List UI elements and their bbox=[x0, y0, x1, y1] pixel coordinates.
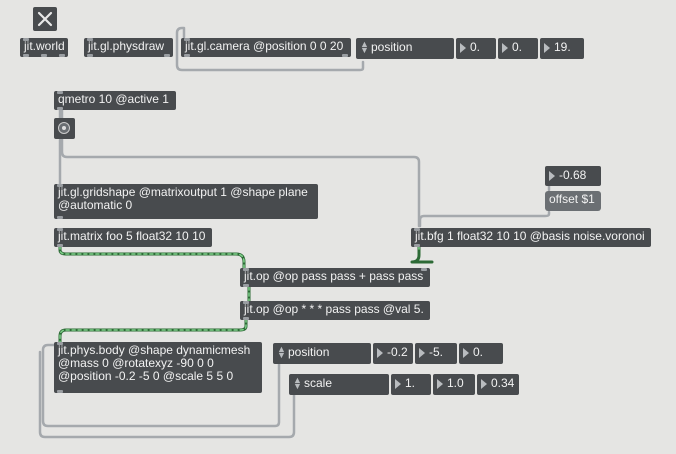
inlet bbox=[414, 228, 420, 231]
body-position-y[interactable]: -5. bbox=[415, 343, 457, 364]
jit-world-object[interactable]: jit.world bbox=[20, 38, 68, 57]
value: 0.34 bbox=[491, 376, 515, 390]
message-text: offset $1 bbox=[549, 192, 595, 206]
outlet bbox=[41, 54, 47, 57]
body-scale-menu[interactable]: ▲▼ scale bbox=[289, 374, 389, 395]
qmetro-object[interactable]: qmetro 10 @active 1 bbox=[54, 91, 176, 110]
number-arrow-icon bbox=[395, 379, 401, 389]
number-arrow-icon bbox=[544, 43, 550, 53]
bang-button[interactable] bbox=[54, 118, 75, 139]
object-text: jit.bfg 1 float32 10 10 @basis noise.vor… bbox=[415, 229, 645, 243]
outlet bbox=[59, 54, 65, 57]
body-scale-z[interactable]: 0.34 bbox=[477, 374, 519, 395]
outlet bbox=[87, 54, 93, 57]
number-arrow-icon bbox=[549, 171, 555, 181]
outlet bbox=[184, 54, 190, 57]
outlet bbox=[23, 54, 29, 57]
menu-label: scale bbox=[304, 376, 333, 390]
camera-attr-menu[interactable]: ▲▼ position bbox=[356, 38, 454, 59]
jit-op-mul-object[interactable]: jit.op @op * * * pass pass @val 5. bbox=[240, 301, 430, 320]
updown-arrow-icon: ▲▼ bbox=[293, 375, 302, 391]
value: -5. bbox=[429, 345, 444, 359]
outlet bbox=[57, 390, 63, 393]
body-position-z[interactable]: 0. bbox=[459, 343, 503, 364]
bang-icon bbox=[58, 122, 70, 134]
inlet bbox=[243, 268, 249, 271]
outlet bbox=[57, 216, 63, 219]
camera-value-z[interactable]: 19. bbox=[540, 38, 584, 59]
object-text: jit.matrix foo 5 float32 10 10 bbox=[58, 229, 206, 243]
menu-label: position bbox=[288, 345, 330, 359]
jit-gl-camera-object[interactable]: jit.gl.camera @position 0 0 20 bbox=[181, 38, 351, 57]
inlet bbox=[57, 342, 63, 345]
menu-label: position bbox=[371, 40, 413, 54]
outlet bbox=[342, 54, 348, 57]
camera-value-y[interactable]: 0. bbox=[498, 38, 538, 59]
object-text: qmetro 10 @active 1 bbox=[58, 92, 169, 106]
number-arrow-icon bbox=[437, 379, 443, 389]
value: -0.2 bbox=[387, 345, 408, 359]
value: 1.0 bbox=[447, 376, 464, 390]
inlet bbox=[421, 268, 427, 271]
value: 0. bbox=[512, 40, 523, 54]
value: 0. bbox=[470, 40, 481, 54]
jit-op-add-object[interactable]: jit.op @op pass pass + pass pass bbox=[240, 268, 430, 287]
inlet bbox=[23, 38, 29, 41]
object-text: jit.op @op pass pass + pass pass bbox=[244, 269, 424, 283]
object-text: jit.gl.physdraw bbox=[88, 39, 165, 53]
body-position-menu[interactable]: ▲▼ position bbox=[273, 343, 371, 364]
outlet bbox=[57, 107, 63, 110]
toggle[interactable] bbox=[33, 7, 57, 31]
inlet bbox=[184, 38, 190, 41]
object-text: jit.world bbox=[24, 39, 65, 53]
number-arrow-icon bbox=[377, 348, 383, 358]
body-position-x[interactable]: -0.2 bbox=[373, 343, 413, 364]
body-scale-y[interactable]: 1.0 bbox=[433, 374, 475, 395]
number-arrow-icon bbox=[481, 379, 487, 389]
jit-matrix-object[interactable]: jit.matrix foo 5 float32 10 10 bbox=[54, 228, 212, 247]
outlet bbox=[414, 244, 420, 247]
jit-bfg-object[interactable]: jit.bfg 1 float32 10 10 @basis noise.vor… bbox=[411, 228, 651, 247]
outlet bbox=[164, 54, 170, 57]
outlet bbox=[243, 317, 249, 320]
value: -0.68 bbox=[559, 168, 587, 182]
updown-arrow-icon: ▲▼ bbox=[277, 344, 286, 360]
inlet bbox=[87, 38, 93, 41]
inlet bbox=[57, 184, 63, 187]
offset-message[interactable]: offset $1 bbox=[545, 191, 601, 211]
inlet bbox=[57, 91, 63, 94]
value: 0. bbox=[473, 345, 484, 359]
offset-number[interactable]: -0.68 bbox=[545, 166, 601, 186]
outlet bbox=[57, 244, 63, 247]
value: 1. bbox=[405, 376, 416, 390]
number-arrow-icon bbox=[502, 43, 508, 53]
object-text: jit.phys.body @shape dynamicmesh @mass 0… bbox=[58, 343, 251, 383]
updown-arrow-icon: ▲▼ bbox=[360, 39, 369, 55]
inlet bbox=[57, 228, 63, 231]
value: 19. bbox=[554, 40, 571, 54]
number-arrow-icon bbox=[463, 348, 469, 358]
x-icon bbox=[37, 11, 53, 27]
number-arrow-icon bbox=[419, 348, 425, 358]
number-arrow-icon bbox=[460, 43, 466, 53]
jit-gl-physdraw-object[interactable]: jit.gl.physdraw bbox=[84, 38, 173, 57]
object-text: jit.gl.gridshape @matrixoutput 1 @shape … bbox=[58, 185, 308, 212]
jit-gl-gridshape-object[interactable]: jit.gl.gridshape @matrixoutput 1 @shape … bbox=[54, 184, 318, 219]
outlet bbox=[243, 284, 249, 287]
object-text: jit.op @op * * * pass pass @val 5. bbox=[244, 302, 424, 316]
body-scale-x[interactable]: 1. bbox=[391, 374, 431, 395]
jit-phys-body-object[interactable]: jit.phys.body @shape dynamicmesh @mass 0… bbox=[54, 342, 262, 393]
object-text: jit.gl.camera @position 0 0 20 bbox=[185, 39, 344, 53]
inlet bbox=[243, 301, 249, 304]
camera-value-x[interactable]: 0. bbox=[456, 38, 496, 59]
